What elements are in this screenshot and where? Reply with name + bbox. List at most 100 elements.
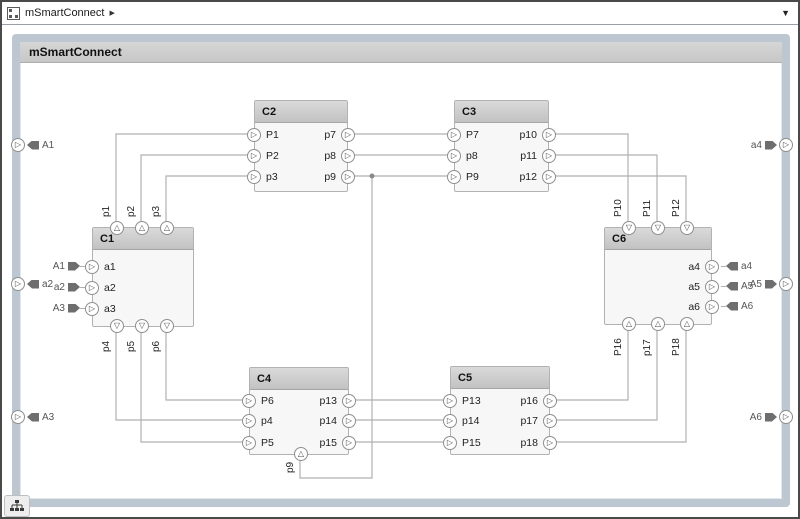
component-c3[interactable]: C3 ▷ P7 ▷ p8 ▷ P9 ▷ p10 ▷ p11 ▷ [447, 100, 556, 192]
port-c6-p12[interactable]: ▽ [680, 221, 694, 235]
boundary-tag-a3[interactable]: A3 [27, 412, 54, 423]
port-c3-out2[interactable]: ▷ p11 [520, 149, 556, 163]
breadcrumb-arrow-icon[interactable]: ▶ [109, 10, 115, 17]
boundary-port-a3[interactable]: ▷ [11, 410, 25, 424]
port-c6-a5[interactable]: ▷ a5 [688, 280, 719, 294]
connector-wire[interactable] [549, 175, 687, 227]
component-c6[interactable]: C6 ▽ ▽ ▽ ▷ a4 ▷ a5 ▷ a6 △ [604, 221, 719, 331]
port-c1-p5[interactable]: ▽ [135, 319, 149, 333]
boundary-tag-a1[interactable]: A1 [27, 140, 54, 151]
port-c4-p9[interactable]: △ [294, 447, 308, 461]
connector-wire[interactable] [165, 175, 254, 227]
connector-wire[interactable] [115, 133, 254, 227]
port-c2-in2[interactable]: ▷ P2 [247, 149, 279, 163]
port-c1-p3[interactable]: △ [160, 221, 174, 235]
breadcrumb-model-name[interactable]: mSmartConnect [25, 7, 105, 19]
boundary-port-a2[interactable]: ▷ [11, 277, 25, 291]
connector-wire[interactable] [299, 176, 373, 479]
port-c5-in1[interactable]: ▷ P13 [443, 394, 481, 408]
port-c5-in2[interactable]: ▷ p14 [443, 414, 480, 428]
port-c3-in3[interactable]: ▷ P9 [447, 170, 479, 184]
port-c6-p11[interactable]: ▽ [651, 221, 665, 235]
port-c1-a3[interactable]: ▷ a3 [85, 302, 116, 316]
boundary-port-a6[interactable]: ▷ [779, 410, 793, 424]
boundary-tag-a2[interactable]: a2 [27, 279, 53, 290]
port-c5-in3[interactable]: ▷ P15 [443, 436, 481, 450]
port-c2-out2[interactable]: ▷ p8 [324, 149, 355, 163]
port-label: a3 [104, 303, 116, 315]
connector-wire[interactable] [550, 325, 658, 421]
port-c4-in2[interactable]: ▷ p4 [242, 414, 273, 428]
port-c4-out3[interactable]: ▷ p15 [319, 436, 356, 450]
port-c6-p17[interactable]: △ [651, 317, 665, 331]
component-c2[interactable]: C2 ▷ P1 ▷ P2 ▷ p3 ▷ p7 ▷ p8 ▷ [247, 100, 355, 192]
port-c1-p6[interactable]: ▽ [160, 319, 174, 333]
port-c1-a2[interactable]: ▷ a2 [85, 281, 116, 295]
connector-wire[interactable] [165, 327, 249, 401]
panel-dropdown-icon[interactable]: ▼ [781, 8, 790, 18]
port-c2-in1[interactable]: ▷ P1 [247, 128, 279, 142]
port-c6-p10[interactable]: ▽ [622, 221, 636, 235]
port-c6-p18[interactable]: △ [680, 317, 694, 331]
component-c5[interactable]: C5 ▷ P13 ▷ p14 ▷ P15 ▷ p16 ▷ p17 ▷ [443, 366, 557, 455]
connection-tag-a3[interactable]: A3 [42, 303, 85, 314]
connector-wire[interactable] [549, 133, 629, 227]
port-c4-out1[interactable]: ▷ p13 [319, 394, 356, 408]
port-c6-a6[interactable]: ▷ a6 [688, 300, 719, 314]
tag-lead-line [80, 307, 85, 309]
component-c4[interactable]: C4 ▷ P6 ▷ p4 ▷ P5 ▷ p13 ▷ p14 ▷ [242, 367, 356, 461]
port-c2-out1[interactable]: ▷ p7 [324, 128, 355, 142]
port-c2-out3[interactable]: ▷ p9 [324, 170, 355, 184]
connection-tag-a4[interactable]: a4 [721, 261, 752, 272]
hierarchy-badge[interactable] [4, 495, 30, 517]
port-c1-a1[interactable]: ▷ a1 [85, 260, 116, 274]
boundary-tag-a6[interactable]: A6 [737, 412, 777, 423]
port-label: P16 [613, 338, 624, 356]
port-label: p9 [324, 171, 336, 183]
port-label: P2 [266, 150, 279, 162]
component-c3-title[interactable]: C3 [455, 101, 548, 123]
connector-wire[interactable] [115, 327, 249, 421]
port-c3-in1[interactable]: ▷ P7 [447, 128, 479, 142]
port-c5-out1[interactable]: ▷ p16 [520, 394, 557, 408]
connector-wire[interactable] [550, 325, 687, 443]
connection-tag-a5[interactable]: A5 [721, 281, 753, 292]
port-c5-out3[interactable]: ▷ p18 [520, 436, 557, 450]
port-c3-out3[interactable]: ▷ p12 [519, 170, 556, 184]
connection-tag-a6[interactable]: A6 [721, 300, 754, 312]
connection-tag-a1[interactable]: A1 [42, 261, 85, 272]
connector-wire[interactable] [140, 154, 254, 227]
port-c4-in3[interactable]: ▷ P5 [242, 436, 274, 450]
port-c4-in1[interactable]: ▷ P6 [242, 394, 274, 408]
connector-wire[interactable] [549, 154, 658, 227]
port-c3-in2[interactable]: ▷ p8 [447, 149, 478, 163]
port-c1-p2[interactable]: △ [135, 221, 149, 235]
connector-wire[interactable] [140, 327, 249, 443]
tag-label: A6 [741, 300, 754, 312]
boundary-port-a4[interactable]: ▷ [779, 138, 793, 152]
output-port-arrow-icon: ▷ [341, 149, 355, 163]
port-c5-out2[interactable]: ▷ p17 [520, 414, 557, 428]
boundary-tag-a4[interactable]: a4 [737, 140, 777, 151]
boundary-tag-a5[interactable]: A5 [737, 279, 777, 290]
component-c4-title[interactable]: C4 [250, 368, 348, 390]
port-label: P1 [266, 129, 279, 141]
port-c4-out2[interactable]: ▷ p14 [319, 414, 356, 428]
connection-tag-a2[interactable]: a2 [42, 282, 85, 293]
connector-wire[interactable] [550, 325, 629, 401]
component-c2-title[interactable]: C2 [255, 101, 347, 123]
port-c3-out1[interactable]: ▷ p10 [519, 128, 556, 142]
output-port-arrow-icon: ▷ [542, 170, 556, 184]
port-c1-p1[interactable]: △ [110, 221, 124, 235]
port-c1-p4[interactable]: ▽ [110, 319, 124, 333]
component-c5-title[interactable]: C5 [451, 367, 549, 389]
port-label: p10 [519, 129, 537, 141]
component-c1[interactable]: C1 ▷ a1 ▷ a2 ▷ a3 △ △ △ ▽ [85, 221, 194, 333]
port-c2-in3[interactable]: ▷ p3 [247, 170, 278, 184]
boundary-port-a1[interactable]: ▷ [11, 138, 25, 152]
port-c6-p16[interactable]: △ [622, 317, 636, 331]
boundary-port-a5[interactable]: ▷ [779, 277, 793, 291]
tag-lead-line [721, 265, 726, 267]
port-label: P13 [462, 395, 481, 407]
port-c6-a4[interactable]: ▷ a4 [688, 260, 719, 274]
